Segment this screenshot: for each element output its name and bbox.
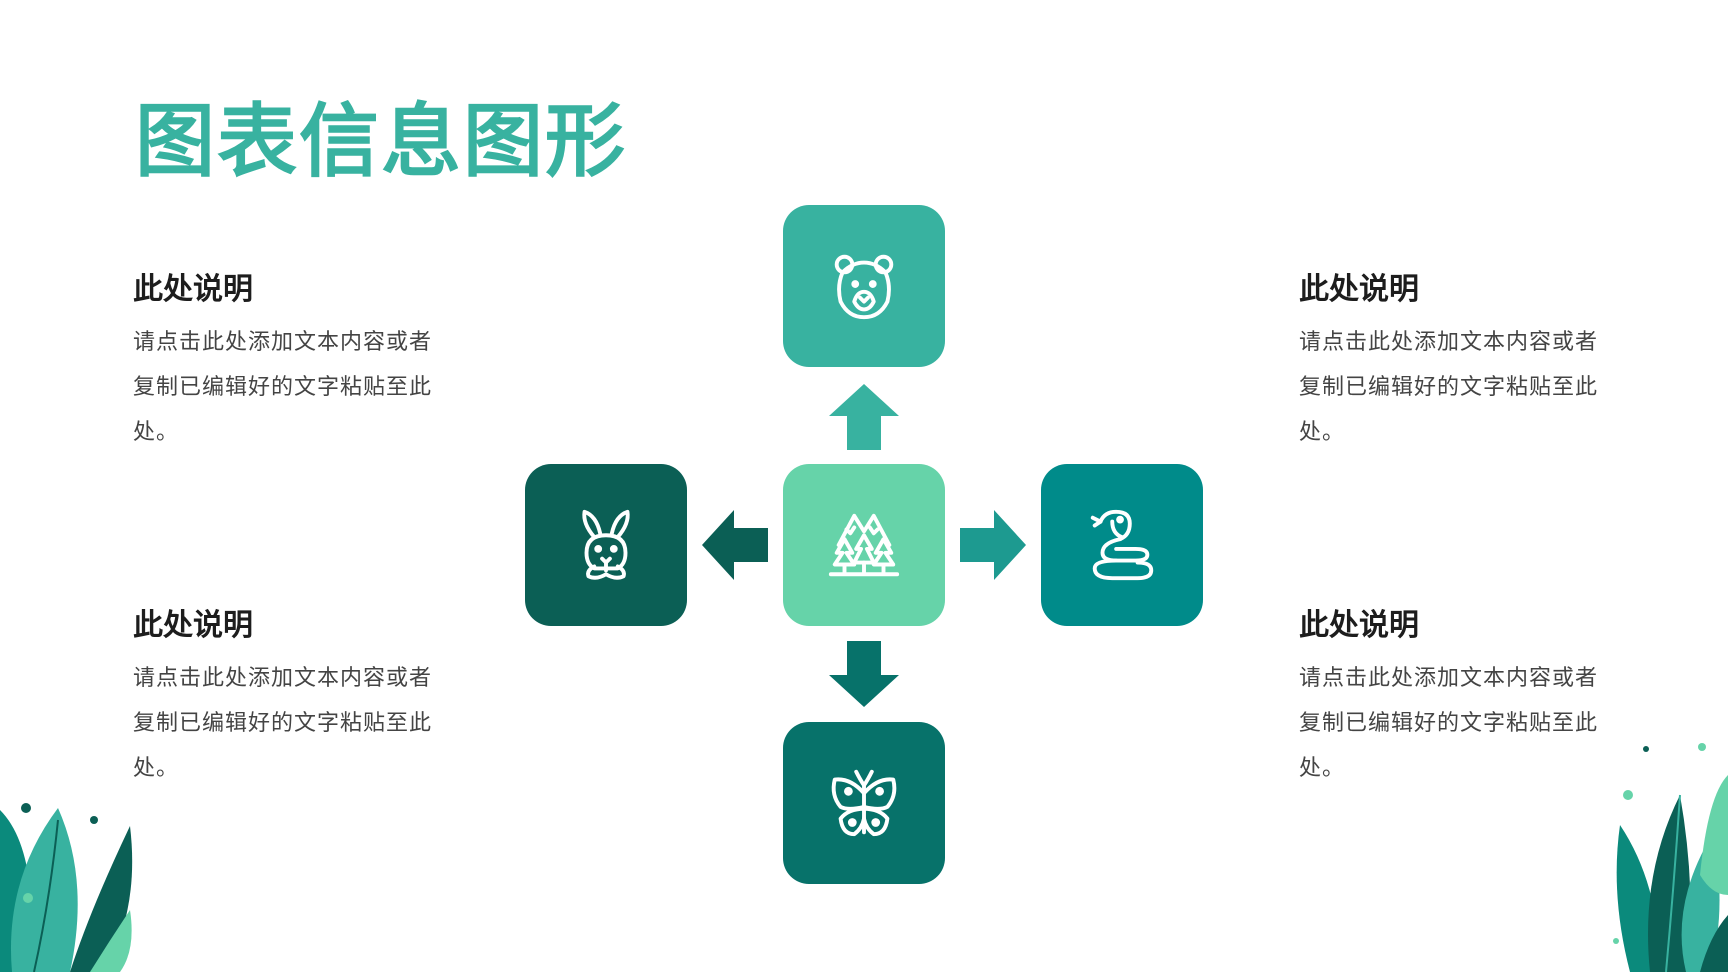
- arrow-shape: [829, 384, 899, 450]
- arrow-left-icon: [702, 510, 768, 580]
- description-body: 请点击此处添加文本内容或者复制已编辑好的文字粘贴至此处。: [133, 666, 433, 781]
- arrow-down-icon: [829, 641, 899, 707]
- tile-left: [525, 464, 687, 626]
- description-heading: 此处说明: [133, 608, 253, 643]
- arrow-shape: [960, 510, 1026, 580]
- leaves-decoration-left: [0, 803, 133, 972]
- description-top-right: 此处说明 请点击此处添加文本内容或者复制已编辑好的文字粘贴至此处。: [1299, 272, 1599, 455]
- tile-center: [783, 464, 945, 626]
- tile-right: [1041, 464, 1203, 626]
- description-heading: 此处说明: [1299, 272, 1419, 307]
- description-heading: 此处说明: [1299, 608, 1419, 643]
- description-heading: 此处说明: [133, 272, 253, 307]
- arrow-shape: [829, 641, 899, 707]
- tile-top: [783, 205, 945, 367]
- description-body: 请点击此处添加文本内容或者复制已编辑好的文字粘贴至此处。: [1299, 330, 1599, 445]
- snake-icon: [1090, 509, 1154, 581]
- butterfly-icon: [831, 769, 897, 837]
- description-body: 请点击此处添加文本内容或者复制已编辑好的文字粘贴至此处。: [133, 330, 433, 445]
- arrow-right-icon: [960, 510, 1026, 580]
- tile-bottom: [783, 722, 945, 884]
- page-title: 图表信息图形: [135, 95, 627, 188]
- arrow-shape: [702, 510, 768, 580]
- description-bottom-right: 此处说明 请点击此处添加文本内容或者复制已编辑好的文字粘贴至此处。: [1299, 608, 1599, 791]
- description-bottom-left: 此处说明 请点击此处添加文本内容或者复制已编辑好的文字粘贴至此处。: [133, 608, 433, 791]
- description-body: 请点击此处添加文本内容或者复制已编辑好的文字粘贴至此处。: [1299, 666, 1599, 781]
- rabbit-icon: [582, 509, 630, 580]
- arrow-up-icon: [829, 384, 899, 450]
- bear-icon: [834, 254, 894, 320]
- forest-icon: [828, 513, 900, 577]
- leaves-decoration-right: [1613, 743, 1728, 972]
- description-top-left: 此处说明 请点击此处添加文本内容或者复制已编辑好的文字粘贴至此处。: [133, 272, 433, 455]
